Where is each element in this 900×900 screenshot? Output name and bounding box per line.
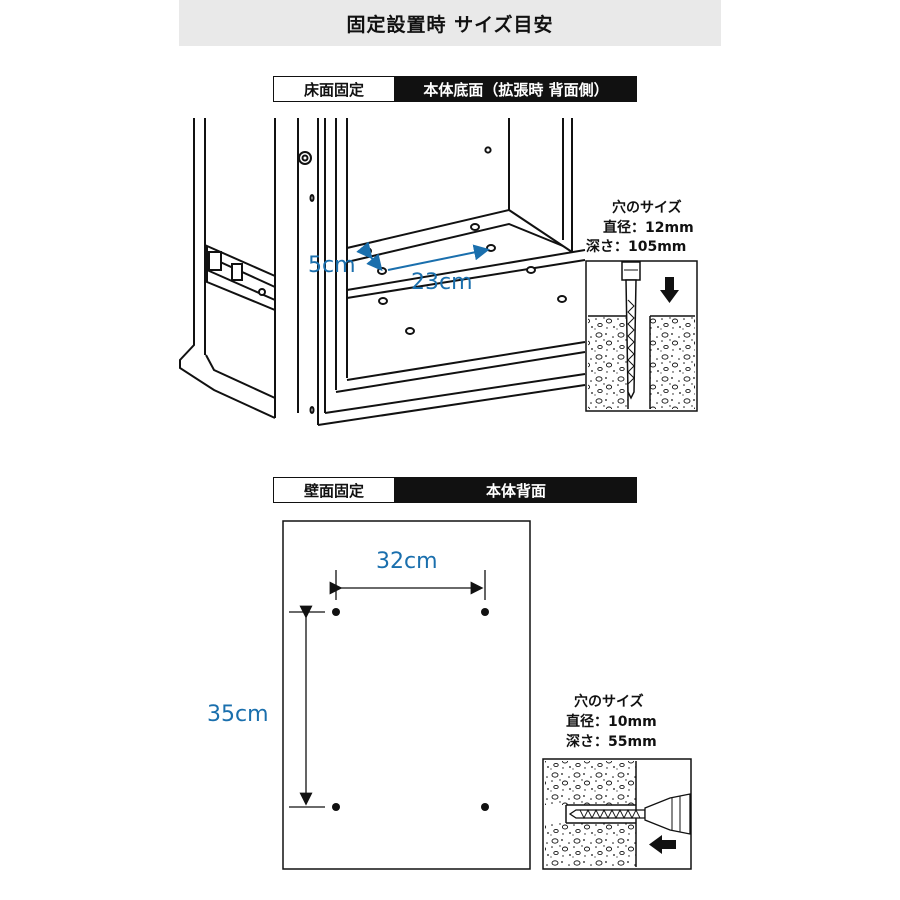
wall-tag: 壁面固定 (273, 477, 395, 503)
wall-hole-diameter: 直径：10mm (566, 713, 657, 730)
wall-dim-height: 35cm (207, 702, 269, 727)
page-title: 固定設置時 サイズ目安 (179, 0, 721, 46)
floor-view-label: 本体底面（拡張時 背面側） (395, 76, 637, 102)
wall-hole-depth: 深さ：55mm (566, 733, 657, 750)
floor-dimension-lines (356, 241, 490, 272)
wall-drill-inset (542, 758, 692, 870)
floor-section-label: 床面固定 本体底面（拡張時 背面側） (273, 76, 637, 102)
floor-drill-inset (585, 260, 698, 412)
cabinet-back-panel (282, 520, 531, 870)
wall-dim-width: 32cm (376, 549, 438, 574)
floor-hole-depth: 深さ：105mm (586, 238, 686, 255)
floor-tag: 床面固定 (273, 76, 395, 102)
wall-view-label: 本体背面 (395, 477, 637, 503)
floor-hole-title: 穴のサイズ (612, 199, 682, 216)
floor-hole-diameter: 直径：12mm (603, 219, 694, 236)
floor-dim-short: 5cm (308, 253, 356, 278)
wall-hole-title: 穴のサイズ (574, 693, 644, 710)
wall-dimension-lines (289, 570, 486, 808)
wall-mount-holes (332, 608, 489, 811)
floor-dim-long: 23cm (411, 270, 473, 295)
wall-section-label: 壁面固定 本体背面 (273, 477, 637, 503)
cabinet-illustration (179, 118, 586, 426)
page-title-text: 固定設置時 サイズ目安 (346, 13, 554, 36)
